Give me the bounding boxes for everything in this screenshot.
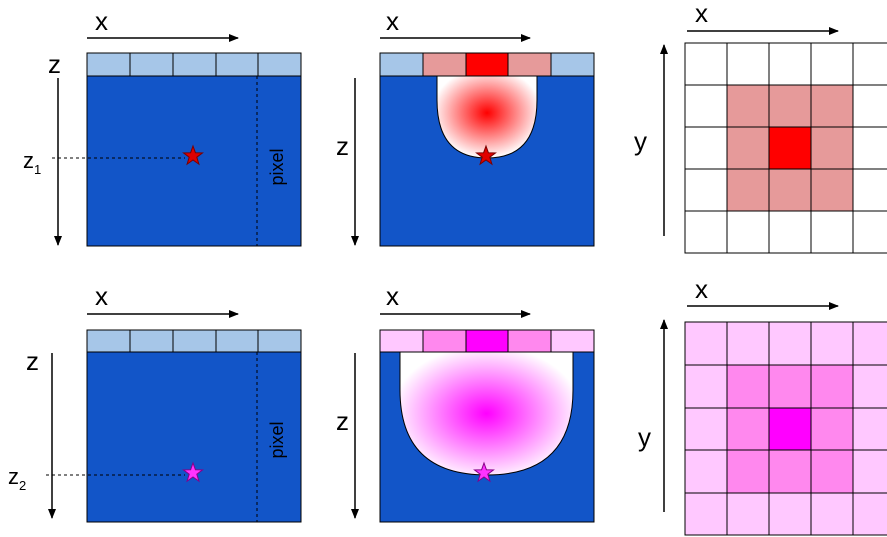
pixel-label: pixel (267, 148, 287, 185)
y-axis-label: y (638, 422, 651, 452)
z-axis-label: z (336, 131, 349, 161)
charge-cloud (437, 76, 537, 158)
panel-pixel-map-deep: x y (638, 274, 887, 535)
depth-label-z2: z2 (8, 464, 26, 493)
pixel-grid (685, 43, 887, 253)
x-axis-label: x (695, 274, 708, 304)
pixel-strip (87, 53, 301, 76)
pixel-strip (380, 53, 594, 76)
z-axis-label: z (26, 346, 39, 376)
charge-cloud (400, 352, 573, 475)
pixel-strip (380, 330, 594, 352)
x-axis-label: x (695, 0, 708, 28)
pixel-grid (685, 322, 887, 535)
x-axis-label: x (386, 281, 399, 311)
pixel-strip (87, 330, 301, 352)
pixel-label: pixel (267, 421, 287, 458)
panel-pixel-map-shallow: x y (634, 0, 887, 253)
y-axis-label: y (634, 126, 647, 156)
depth-label-z1: z1 (23, 148, 41, 177)
x-axis-label: x (95, 281, 108, 311)
z-axis-label: z (336, 406, 349, 436)
panel-charge-spread-deep: x z (336, 281, 594, 522)
panel-detector-shallow: x z pixel z1 (23, 6, 301, 246)
panel-charge-spread-shallow: x z (336, 6, 594, 246)
z-axis-label: z (48, 49, 61, 79)
x-axis-label: x (95, 6, 108, 36)
panel-detector-deep: x z pixel z2 (8, 281, 301, 522)
x-axis-label: x (386, 6, 399, 36)
